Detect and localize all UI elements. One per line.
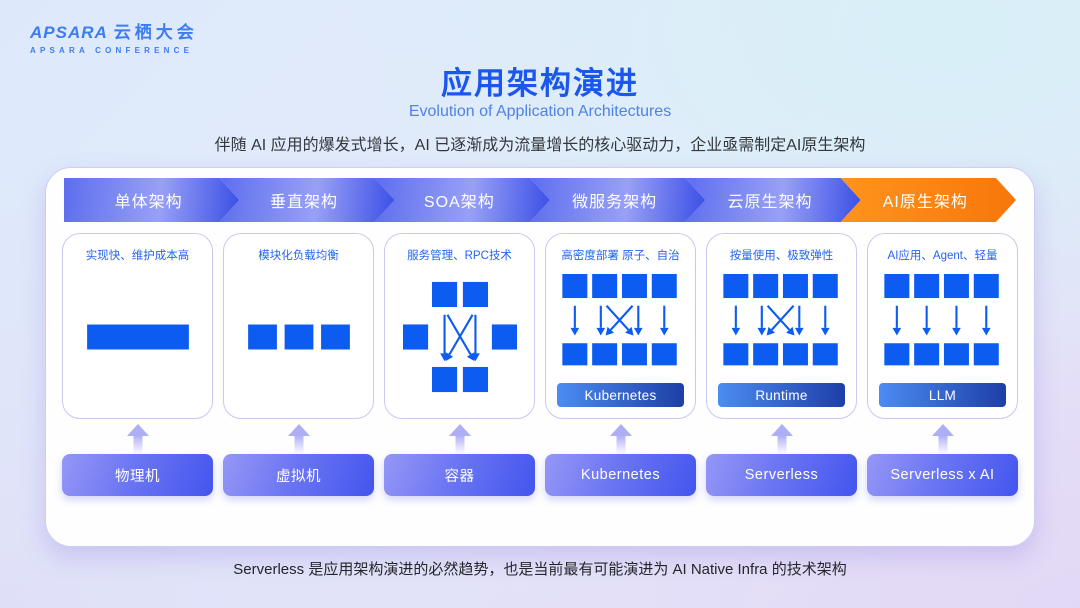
logo-subtitle: APSARA CONFERENCE — [30, 46, 194, 55]
infra-column-5: Serverless — [706, 424, 857, 496]
infra-button-6: Serverless x AI — [867, 454, 1018, 496]
card-diagram — [394, 267, 525, 407]
stage-cards-row: 实现快、维护成本高 模块化负载均衡 服务管理、RPC技术 高密度部署 原子、自治 Kub… — [62, 233, 1018, 419]
infra-column-2: 虚拟机 — [223, 424, 374, 496]
card-diagram — [233, 267, 364, 407]
card-feature-label: 服务管理、RPC技术 — [407, 250, 512, 262]
footer-caption: Serverless 是应用架构演进的必然趋势，也是当前最有可能演进为 AI N… — [233, 561, 847, 578]
platform-bar: Runtime — [718, 383, 845, 407]
stage-arrow-2: 垂直架构 — [219, 178, 394, 222]
stage-arrow-1: 单体架构 — [64, 178, 239, 222]
stage-arrow-4: 微服务架构 — [530, 178, 705, 222]
card-diagram — [72, 267, 203, 407]
infra-column-6: Serverless x AI — [867, 424, 1018, 496]
grid-cross-diagram — [561, 274, 677, 366]
stage-arrow-6: AI原生架构 — [841, 178, 1016, 222]
infra-button-1: 物理机 — [62, 454, 213, 496]
page-description: 伴随 AI 应用的爆发式增长，AI 已逐渐成为流量增长的核心驱动力，企业亟需制定… — [214, 137, 866, 154]
card-diagram — [555, 267, 686, 381]
infra-column-4: Kubernetes — [545, 424, 696, 496]
logo-brand: APSARA — [30, 23, 108, 42]
grid-straight-diagram — [883, 274, 999, 366]
infra-column-1: 物理机 — [62, 424, 213, 496]
architecture-card-4: 高密度部署 原子、自治 Kubernetes — [545, 233, 696, 419]
page-subtitle: Evolution of Application Architectures — [408, 103, 672, 120]
platform-bar: LLM — [879, 383, 1006, 407]
card-feature-label: 高密度部署 原子、自治 — [561, 250, 680, 262]
architecture-card-1: 实现快、维护成本高 — [62, 233, 213, 419]
soa-diagram — [402, 281, 517, 393]
up-arrow-icon — [610, 424, 632, 454]
architecture-card-5: 按量使用、极致弹性 Runtime — [706, 233, 857, 419]
infra-button-4: Kubernetes — [545, 454, 696, 496]
modules-diagram — [247, 324, 350, 350]
architecture-card-2: 模块化负载均衡 — [223, 233, 374, 419]
monolith-diagram — [86, 324, 189, 350]
up-arrow-icon — [932, 424, 954, 454]
apsara-conference-logo: APSARA 云栖大会 APSARA CONFERENCE — [30, 18, 198, 55]
infra-column-3: 容器 — [384, 424, 535, 496]
card-feature-label: 模块化负载均衡 — [258, 250, 339, 262]
card-diagram — [716, 267, 847, 381]
infra-button-2: 虚拟机 — [223, 454, 374, 496]
grid-cross-diagram — [722, 274, 838, 366]
architecture-card-3: 服务管理、RPC技术 — [384, 233, 535, 419]
stage-arrow-3: SOA架构 — [375, 178, 550, 222]
infra-button-3: 容器 — [384, 454, 535, 496]
card-diagram — [877, 267, 1008, 381]
architecture-card-6: AI应用、Agent、轻量 LLM — [867, 233, 1018, 419]
up-arrow-icon — [127, 424, 149, 454]
card-feature-label: AI应用、Agent、轻量 — [887, 250, 998, 262]
logo-wordmark: APSARA 云栖大会 — [30, 18, 198, 43]
up-arrow-icon — [288, 424, 310, 454]
platform-bar: Kubernetes — [557, 383, 684, 407]
card-feature-label: 按量使用、极致弹性 — [729, 250, 834, 262]
infra-button-5: Serverless — [706, 454, 857, 496]
up-arrow-icon — [771, 424, 793, 454]
card-feature-label: 实现快、维护成本高 — [85, 250, 190, 262]
page-title: 应用架构演进 — [441, 66, 639, 101]
stage-arrow-5: 云原生架构 — [685, 178, 860, 222]
logo-brand-cn: 云栖大会 — [113, 23, 198, 42]
up-arrow-icon — [449, 424, 471, 454]
